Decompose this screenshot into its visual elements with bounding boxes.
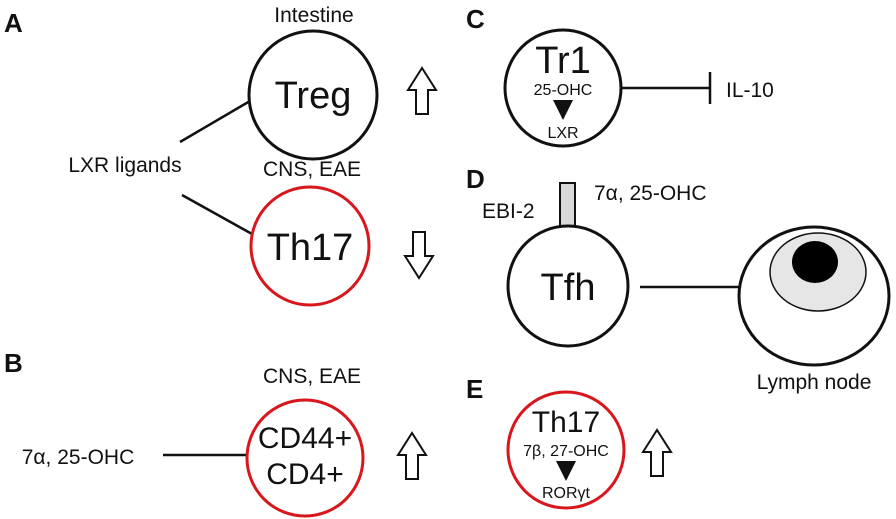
panel-c: C Tr1 25-OHC LXR IL-10 xyxy=(466,4,774,148)
ligand-to-treg-line xyxy=(179,99,251,144)
panel-a-letter: A xyxy=(4,8,23,38)
panel-a-site-top: Intestine xyxy=(274,4,353,27)
th17-e-cell xyxy=(506,390,626,510)
il10-label: IL-10 xyxy=(726,79,774,102)
ebi2-label: EBI-2 xyxy=(482,200,535,223)
treg-cell xyxy=(247,29,379,161)
tr1-cell-label: Tr1 xyxy=(535,40,591,82)
panel-b-ligand-label: 7α, 25-OHC xyxy=(22,446,135,469)
tr1-metabolite-label: 25-OHC xyxy=(534,82,593,99)
th17-e-metabolite-label: 7β, 27-OHC xyxy=(523,443,609,460)
panel-d-letter: D xyxy=(466,164,485,194)
th17-cell xyxy=(249,185,371,307)
germinal-center xyxy=(792,241,838,283)
panel-e: E Th17 7β, 27-OHC RORγt xyxy=(466,374,673,510)
panel-d: D EBI-2 7α, 25-OHC Tfh Lymph node xyxy=(466,164,891,394)
lymph-node-label: Lymph node xyxy=(757,371,872,394)
panel-c-letter: C xyxy=(466,4,485,34)
panel-a-ligand-label: LXR ligands xyxy=(68,154,181,177)
cd4-increase-arrow-icon xyxy=(396,431,428,480)
th17-e-increase-arrow-icon xyxy=(641,428,673,477)
rorgt-label: RORγt xyxy=(542,485,591,502)
tfh-cell-label: Tfh xyxy=(541,267,596,309)
th17-cell-label: Th17 xyxy=(267,227,354,269)
panel-b-site: CNS, EAE xyxy=(263,365,361,388)
cd44-cd4-cell xyxy=(245,398,365,518)
panel-e-letter: E xyxy=(466,374,483,404)
panel-b: B CNS, EAE 7α, 25-OHC CD44+ CD4+ xyxy=(4,348,428,518)
treg-increase-arrow-icon xyxy=(406,66,438,115)
panel-a-site-bottom: CNS, EAE xyxy=(263,158,361,181)
panel-a: A Intestine Treg LXR ligands CNS, EAE Th… xyxy=(4,4,438,307)
th17-decrease-arrow-icon xyxy=(403,231,435,280)
cd44-label: CD44+ xyxy=(258,422,352,455)
panel-d-ligand-label: 7α, 25-OHC xyxy=(594,182,707,205)
ebi2-receptor xyxy=(559,182,576,229)
tfh-cell xyxy=(506,224,630,348)
tr1-receptor-label: LXR xyxy=(547,125,578,142)
treg-cell-label: Treg xyxy=(275,75,352,117)
ligand-to-th17-line xyxy=(181,193,253,236)
cd4-label: CD4+ xyxy=(266,458,344,491)
panel-b-letter: B xyxy=(4,348,23,378)
th17-e-cell-label: Th17 xyxy=(532,406,600,439)
